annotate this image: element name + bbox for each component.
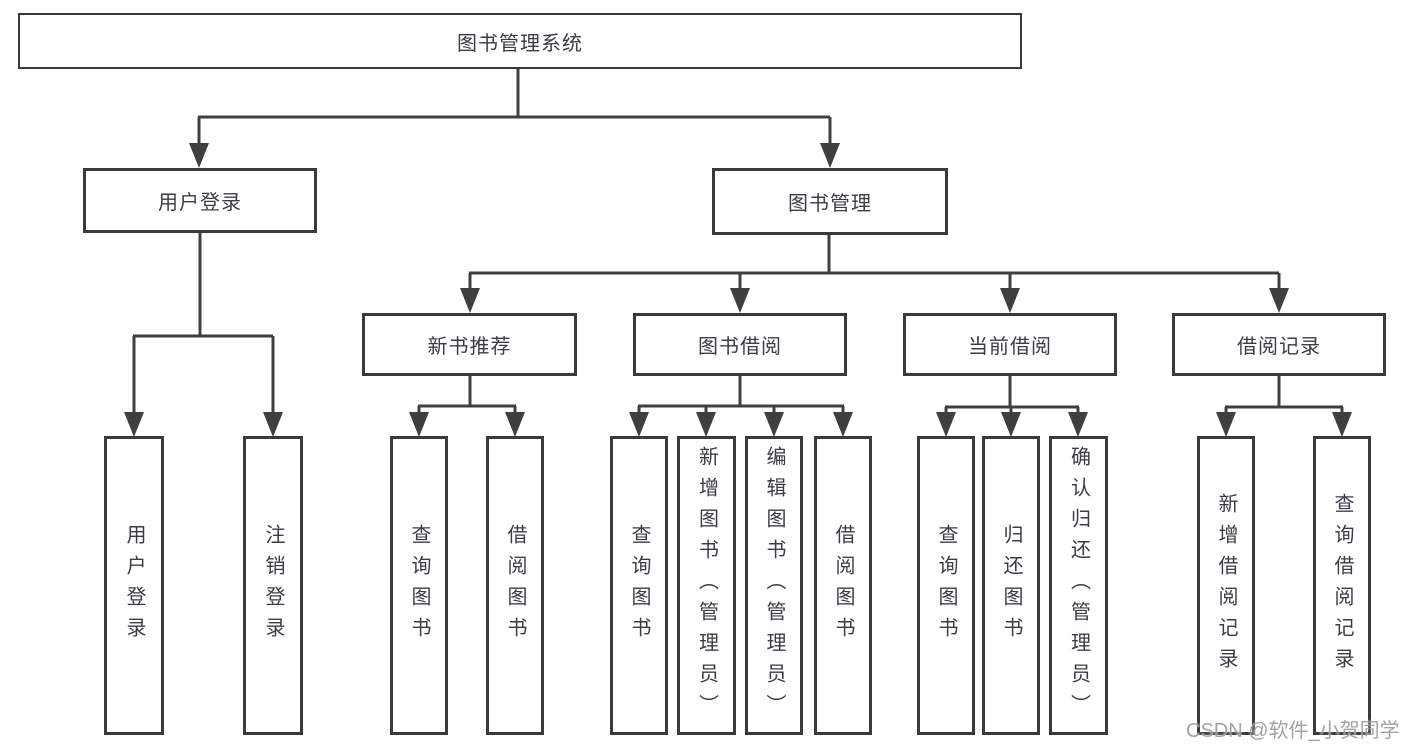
arrow-into-record [1269, 288, 1289, 313]
arrow-into-borrow [730, 288, 750, 313]
node-new-book-recommend: 新书推荐 [362, 313, 577, 376]
node-new-book-recommend-label: 新书推荐 [427, 336, 512, 358]
arrow-into-leaf-user-login [124, 412, 144, 437]
leaf-return-book: 归还图书 [982, 436, 1040, 735]
arrow-into-br-add [1216, 412, 1236, 437]
leaf-query-borrow-record-label: 查询借阅记录 [1331, 492, 1353, 679]
arrow-into-new-rec [460, 288, 480, 313]
leaf-recommend-query-book-label: 查询图书 [408, 523, 430, 648]
leaf-recommend-borrow-book: 借阅图书 [486, 436, 544, 735]
csdn-watermark-text: CSDN @软件_小贺同学 [1186, 720, 1400, 742]
node-root-label: 图书管理系统 [457, 32, 583, 55]
leaf-logout: 注销登录 [243, 436, 303, 735]
leaf-user-login: 用户登录 [104, 436, 164, 735]
node-borrow-record: 借阅记录 [1172, 313, 1386, 376]
arrow-into-bb-add [696, 412, 716, 437]
connector-current-branch [944, 376, 1080, 414]
connector-root-to-level2 [197, 68, 832, 145]
leaf-edit-book-admin: 编辑图书（管理员） [745, 436, 803, 735]
arrow-into-bb-edit [764, 412, 784, 437]
node-book-borrow-label: 图书借阅 [698, 336, 782, 358]
arrow-into-book-mgmt [820, 143, 840, 168]
node-user-login: 用户登录 [83, 168, 317, 233]
leaf-current-query-book: 查询图书 [917, 436, 975, 735]
leaf-confirm-return-admin-label: 确认归还（管理员） [1067, 446, 1090, 725]
node-book-borrow: 图书借阅 [633, 313, 847, 376]
leaf-recommend-query-book: 查询图书 [390, 436, 448, 735]
arrow-into-nr-borrow [505, 412, 525, 437]
arrow-into-bb-query [629, 412, 649, 437]
leaf-borrow-book-label: 借阅图书 [832, 523, 854, 648]
leaf-return-book-label: 归还图书 [1000, 523, 1022, 648]
leaf-borrow-query-book: 查询图书 [610, 436, 668, 735]
arrow-into-user-login [189, 143, 209, 168]
leaf-add-borrow-record-label: 新增借阅记录 [1215, 492, 1237, 679]
leaf-confirm-return-admin: 确认归还（管理员） [1049, 436, 1108, 735]
leaf-logout-label: 注销登录 [262, 523, 284, 648]
connector-book-mgmt-branch [468, 235, 1281, 289]
leaf-edit-book-admin-label: 编辑图书（管理员） [763, 446, 785, 725]
node-book-management-label: 图书管理 [788, 193, 872, 215]
arrow-into-current [1000, 288, 1020, 313]
arrow-into-cb-return [1001, 412, 1021, 437]
leaf-borrow-book: 借阅图书 [814, 436, 872, 735]
node-borrow-record-label: 借阅记录 [1237, 336, 1321, 358]
leaf-add-borrow-record: 新增借阅记录 [1197, 436, 1255, 735]
connector-record-branch [1224, 376, 1344, 414]
node-book-management: 图书管理 [712, 168, 948, 235]
node-user-login-label: 用户登录 [158, 192, 242, 214]
connector-borrow-branch [637, 376, 845, 414]
arrow-into-cb-query [936, 412, 956, 437]
leaf-query-borrow-record: 查询借阅记录 [1313, 436, 1371, 735]
leaf-borrow-query-book-label: 查询图书 [628, 523, 650, 648]
node-root-system: 图书管理系统 [18, 13, 1022, 69]
arrow-into-leaf-logout [263, 412, 283, 437]
csdn-watermark: CSDN @软件_小贺同学 [1186, 714, 1400, 743]
leaf-user-login-label: 用户登录 [123, 523, 145, 648]
leaf-add-book-admin: 新增图书（管理员） [677, 436, 736, 735]
connector-new-rec-branch [417, 376, 517, 414]
leaf-current-query-book-label: 查询图书 [935, 523, 957, 648]
leaf-add-book-admin-label: 新增图书（管理员） [695, 446, 718, 725]
arrow-into-bb-borrow [833, 412, 853, 437]
arrow-into-br-query [1332, 412, 1352, 437]
arrow-into-cb-confirm [1068, 412, 1088, 437]
arrow-into-nr-query [409, 412, 429, 437]
connector-user-login-branch [132, 233, 275, 414]
node-current-borrow-label: 当前借阅 [968, 336, 1052, 358]
leaf-recommend-borrow-book-label: 借阅图书 [504, 523, 526, 648]
node-current-borrow: 当前借阅 [903, 313, 1117, 376]
